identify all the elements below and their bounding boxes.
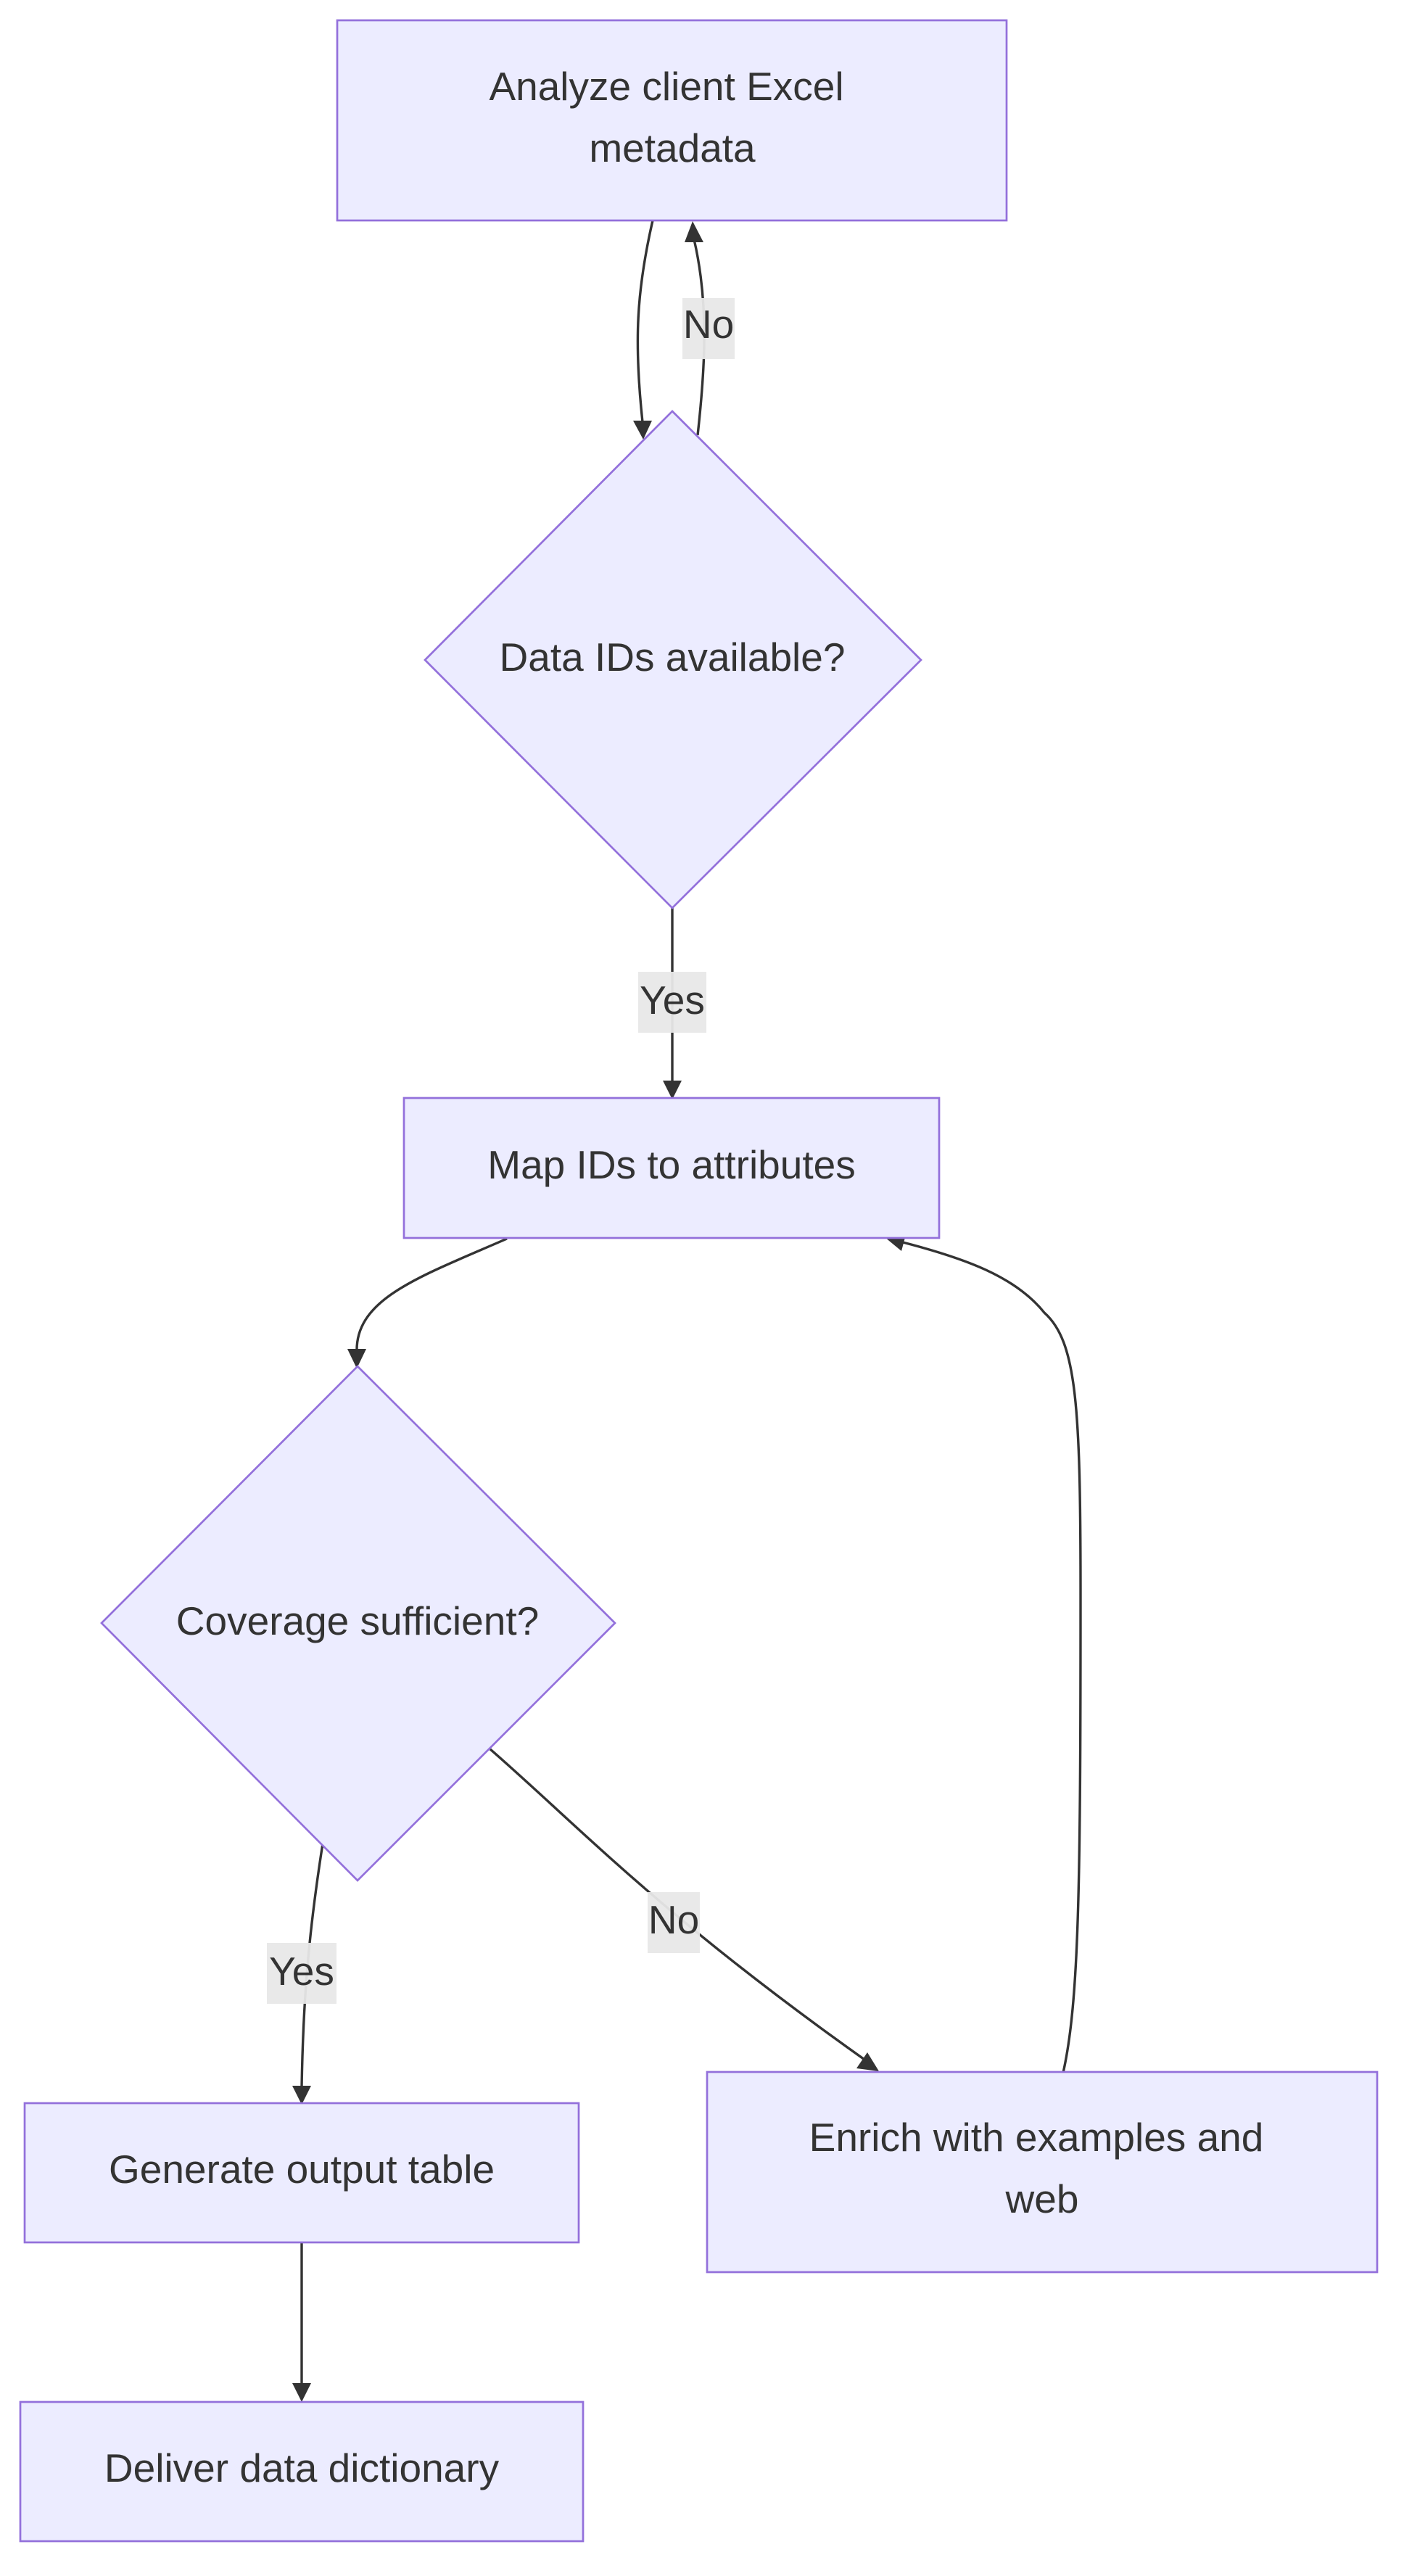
edge-ids-no-to-analyze: No [682, 221, 735, 436]
edges-layer: No Yes Yes No [267, 220, 1082, 2402]
edge-coverage-yes-to-generate: Yes [267, 1843, 336, 2105]
node-ids-available-label: Data IDs available? [500, 635, 846, 680]
node-map-ids-label: Map IDs to attributes [487, 1142, 855, 1187]
node-deliver-data-dictionary: Deliver data dictionary [19, 2400, 585, 2543]
node-enrich-label-line2: web [1005, 2176, 1079, 2221]
edge-map-to-coverage [347, 1237, 508, 1368]
edge-ids-yes-to-map: Yes [638, 908, 706, 1099]
node-generate-output-table: Generate output table [23, 2102, 580, 2244]
edge-analyze-to-ids-available [633, 220, 654, 439]
node-enrich-label-line1: Enrich with examples and [809, 2115, 1264, 2160]
nodes-layer: Analyze client Excel metadata Data IDs a… [19, 19, 1379, 2543]
node-analyze-excel-metadata: Analyze client Excel metadata [336, 19, 1008, 222]
edge-coverage-no-to-enrich: No [489, 1748, 879, 2071]
node-enrich-examples-web: Enrich with examples and web [706, 2071, 1379, 2274]
edge-label-no-coverage: No [648, 1897, 699, 1942]
node-generate-label-main: Generate output table [109, 2147, 495, 2192]
edge-generate-to-deliver [292, 2242, 311, 2402]
node-coverage-label: Coverage sufficient? [176, 1598, 539, 1643]
edge-label-no-ids: No [683, 302, 734, 347]
node-analyze-label-line1: Analyze client Excel [489, 64, 843, 109]
node-data-ids-available-decision: Data IDs available? [424, 410, 922, 909]
edge-label-yes-coverage: Yes [269, 1949, 334, 1994]
edge-enrich-to-map [885, 1232, 1082, 2073]
node-coverage-sufficient-decision: Coverage sufficient? [100, 1365, 616, 1882]
node-deliver-label: Deliver data dictionary [104, 2445, 500, 2490]
node-analyze-label-line2: metadata [589, 125, 756, 170]
node-map-ids-to-attributes: Map IDs to attributes [402, 1097, 941, 1239]
edge-label-yes-ids: Yes [640, 978, 705, 1023]
